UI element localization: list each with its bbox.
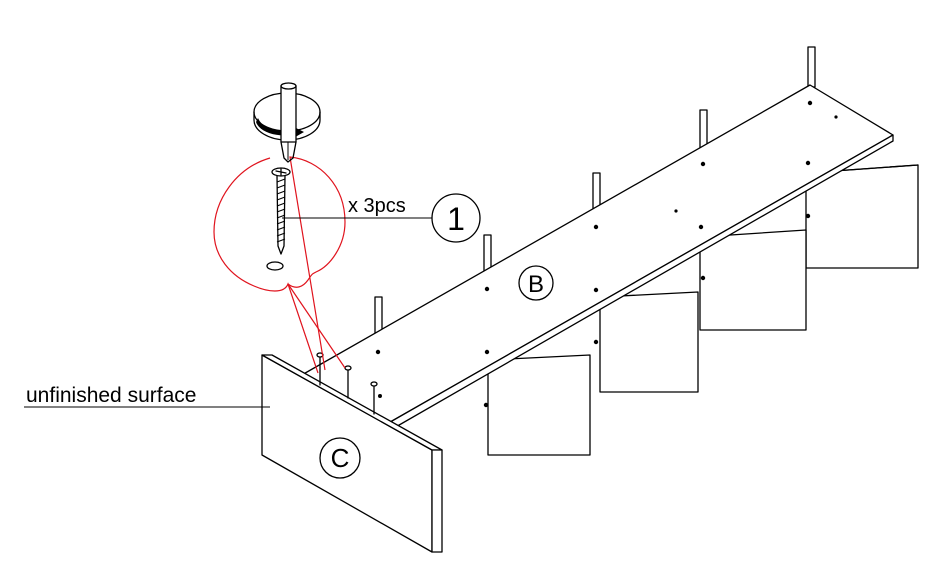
part-c-label: C — [331, 443, 350, 473]
quantity-label: x 3pcs — [348, 195, 406, 217]
screw-icon — [266, 167, 291, 271]
surface-label: unfinished surface — [26, 384, 196, 407]
part-c-badge: C — [319, 437, 361, 479]
screw-icon — [370, 381, 378, 415]
shelf-step-2 — [599, 291, 699, 393]
step-number-badge: 1 — [431, 193, 481, 243]
shelf-step-3 — [699, 229, 807, 331]
dowel-pin — [807, 46, 816, 88]
part-b-label: B — [528, 271, 544, 298]
shelf-step-1 — [487, 354, 591, 456]
inserted-screws — [316, 352, 382, 415]
shelf-steps — [487, 164, 919, 456]
part-b-badge: B — [518, 265, 554, 301]
screw-icon — [316, 352, 324, 386]
screw-icon — [344, 365, 352, 399]
panel-b-holes — [375, 100, 838, 408]
step-number: 1 — [447, 201, 465, 237]
screwdriver-icon — [253, 82, 321, 163]
detail-callout — [213, 156, 346, 374]
